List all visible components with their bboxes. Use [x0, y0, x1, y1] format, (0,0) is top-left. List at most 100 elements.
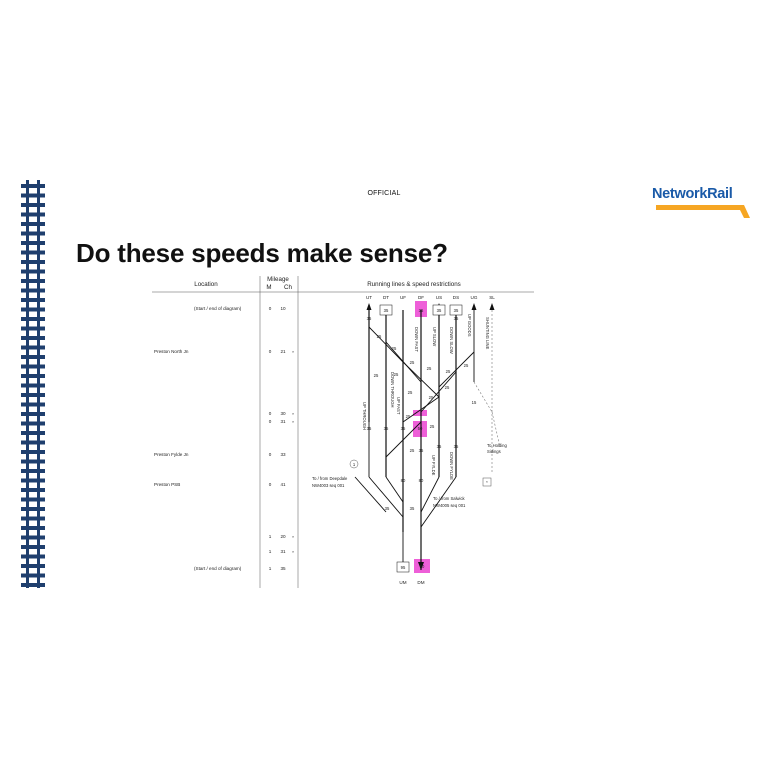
rail-tie [21, 469, 45, 473]
speed-label: 35 [401, 426, 406, 431]
row-star: * [292, 420, 294, 425]
line-code-df: DF [418, 295, 424, 300]
row-star: * [292, 550, 294, 555]
row-chains: 20 [280, 534, 286, 539]
line-name: DOWN SLOW [449, 327, 454, 354]
rail-tie [21, 535, 45, 540]
note-marker-star-text: * [486, 480, 488, 485]
speed-label: 25 [410, 448, 415, 453]
line-name: UP THROUGH [362, 402, 367, 430]
speed-label: 25 [374, 373, 379, 378]
crossover [402, 396, 440, 423]
rail-tie [21, 374, 45, 378]
rail-tie [21, 250, 45, 255]
up-arrow-icon [471, 303, 477, 310]
rail-tie [21, 393, 45, 397]
line-code-dt: DT [383, 295, 389, 300]
speed-label: 25 [464, 363, 469, 368]
row-miles: 0 [269, 411, 272, 416]
rail-tie [21, 488, 45, 492]
speed-label: 35 [384, 426, 389, 431]
speed-label: 35 [437, 444, 442, 449]
speed-label: 35 [410, 506, 415, 511]
speed-label: 25 [408, 390, 413, 395]
classification-label: OFFICIAL [367, 190, 401, 197]
speed-label: 35 [367, 426, 372, 431]
rail-tie [21, 402, 45, 407]
speed-box-dt-value: 35 [384, 308, 389, 313]
holding-sidings-link [491, 411, 501, 448]
line-code-ut: UT [366, 295, 372, 300]
crossover [385, 421, 422, 458]
network-rail-logo: NetworkRail [652, 186, 758, 222]
highlight-df-mid [413, 421, 427, 437]
crossover [420, 476, 457, 528]
crossover [385, 476, 404, 503]
row-location: (Start / end of diagram) [194, 306, 242, 311]
line-code-us: US [436, 295, 442, 300]
rail-tie [21, 554, 45, 559]
highlight-speed-df-top: 35 [419, 308, 424, 313]
line-name: DOWN FAST [414, 327, 419, 352]
speed-label: 80 [419, 478, 424, 483]
rail-tie [21, 516, 45, 521]
row-chains: 35 [280, 566, 286, 571]
highlight-speed-df-mid: 50 [418, 426, 423, 431]
note-deepdale-ref: NW4003 seq 001 [312, 483, 345, 488]
rail-tie [21, 279, 45, 283]
rail-tie [21, 355, 45, 359]
rail-tie [21, 564, 45, 568]
rail-tie [21, 526, 45, 530]
row-miles: 0 [269, 349, 272, 354]
speed-label: 25 [445, 385, 450, 390]
row-miles: 0 [269, 452, 272, 457]
row-miles: 1 [269, 549, 272, 554]
speed-label: 35 [385, 506, 390, 511]
speed-label: 25 [406, 414, 411, 419]
line-name: SHUNTING LINE [485, 317, 490, 350]
crossover [438, 351, 475, 388]
crossover [402, 361, 440, 398]
speed-label: 25 [427, 366, 432, 371]
line-name: UP FYLDE [431, 455, 436, 476]
speed-label: 35 [419, 448, 424, 453]
speed-label: 25 [394, 372, 399, 377]
highlight-df-top [415, 301, 427, 317]
row-miles: 0 [269, 419, 272, 424]
speed-label: 25 [430, 424, 435, 429]
speed-label: 25 [410, 360, 415, 365]
rail-tie [21, 573, 45, 578]
row-miles: 1 [269, 566, 272, 571]
speed-box-ds [449, 304, 463, 316]
row-star: * [292, 535, 294, 540]
note-holding-sidings: Sidings [487, 449, 501, 454]
speed-box-dt [379, 304, 393, 316]
speed-label: 35 [367, 316, 372, 321]
highlight-speed-dm: 50 [420, 564, 425, 569]
note-marker-1-text: 1 [353, 462, 356, 467]
holding-sidings-link [473, 381, 493, 413]
note-salwick: To / from Salwick [433, 496, 466, 501]
row-chains: 10 [280, 306, 286, 311]
note-holding: To Holding [487, 443, 507, 448]
rail-tie [21, 269, 45, 274]
header-miles: M [266, 284, 271, 291]
line-code-ug: UG [471, 295, 478, 300]
speed-label: 35 [454, 316, 459, 321]
line-code-ds: DS [453, 295, 459, 300]
network-rail-chevron-icon [656, 205, 750, 218]
line-code-dm: DM [417, 580, 424, 585]
rail-tie [21, 326, 45, 331]
highlight-x-crossing [413, 410, 427, 416]
rail-tie [21, 203, 45, 207]
line-name: DOWN THROUGH [390, 372, 395, 408]
speed-label: 25 [429, 395, 434, 400]
rail-tie [21, 212, 45, 217]
row-chains: 41 [280, 482, 286, 487]
rail-tie [21, 478, 45, 483]
up-arrow-icon [366, 303, 372, 310]
header-chains: Ch [284, 284, 292, 291]
row-location: Preston North Jn [154, 349, 189, 354]
rail-tie [21, 583, 45, 587]
row-chains: 30 [280, 411, 286, 416]
